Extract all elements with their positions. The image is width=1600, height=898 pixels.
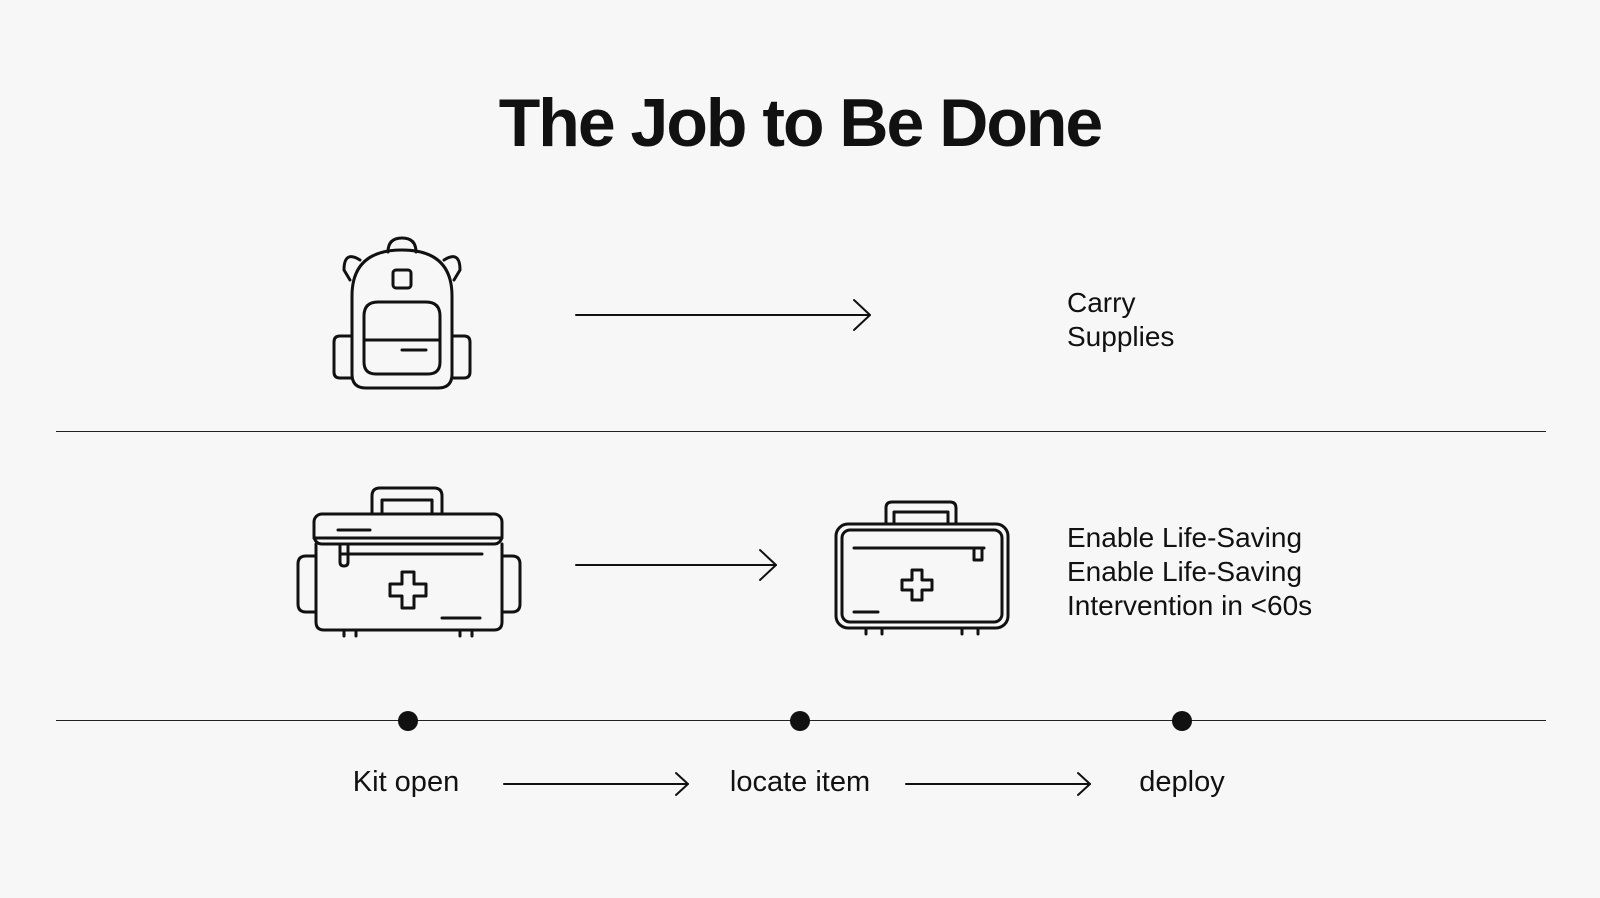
row1-label-line-2: Supplies (1067, 321, 1175, 352)
row2-arrow (574, 548, 780, 582)
backpack-icon (330, 236, 475, 394)
page-title: The Job to Be Done (498, 85, 1103, 161)
timeline-step-kit-open: Kit open (352, 766, 460, 798)
row2-label: Enable Life-Saving Enable Life-Saving In… (1067, 521, 1312, 623)
large-first-aid-kit-icon (296, 486, 522, 646)
row2-label-line-2: Enable Life-Saving (1067, 556, 1303, 587)
row2-label-line-3: Intervention in <60s (1067, 590, 1313, 621)
row2-label-line-1: Enable Life-Saving (1067, 522, 1303, 553)
row1-arrow (574, 298, 874, 332)
compact-first-aid-kit-icon (834, 500, 1010, 636)
timeline-dot-3 (1172, 711, 1192, 731)
timeline-dot-1 (398, 711, 418, 731)
timeline-step-deploy: deploy (1139, 766, 1225, 798)
row1-label: Carry Supplies (1067, 286, 1174, 354)
row1-label-line-1: Carry (1067, 287, 1136, 318)
timeline-arrow-1 (502, 771, 692, 797)
timeline-arrow-2 (904, 771, 1094, 797)
timeline-dot-2 (790, 711, 810, 731)
timeline-step-locate-item: locate item (729, 766, 871, 798)
row-divider (56, 431, 1546, 432)
